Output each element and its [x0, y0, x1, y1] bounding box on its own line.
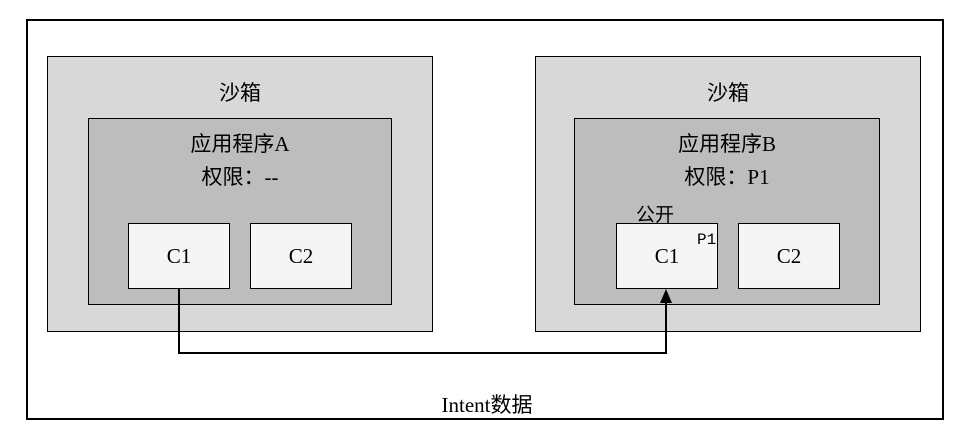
exported-label: 公开 — [636, 204, 675, 226]
intent-data-label: Intent数据 — [441, 393, 533, 417]
sandbox-right-title: 沙箱 — [707, 81, 749, 105]
app-b-permission: 权限：P1 — [684, 165, 770, 189]
app-a-name: 应用程序A — [190, 132, 290, 156]
required-permission-label: P1 — [697, 231, 717, 249]
intent-arrowhead — [660, 289, 672, 303]
app-b-name: 应用程序B — [677, 132, 776, 156]
sandbox-left-title: 沙箱 — [219, 81, 261, 105]
app-a-component-c1: C1 — [128, 223, 230, 289]
app-b-component-c1: C1 — [616, 223, 718, 289]
app-a-permission: 权限：-- — [201, 165, 279, 189]
app-a-component-c2: C2 — [250, 223, 352, 289]
app-b-component-c2: C2 — [738, 223, 840, 289]
intent-path — [178, 289, 667, 354]
